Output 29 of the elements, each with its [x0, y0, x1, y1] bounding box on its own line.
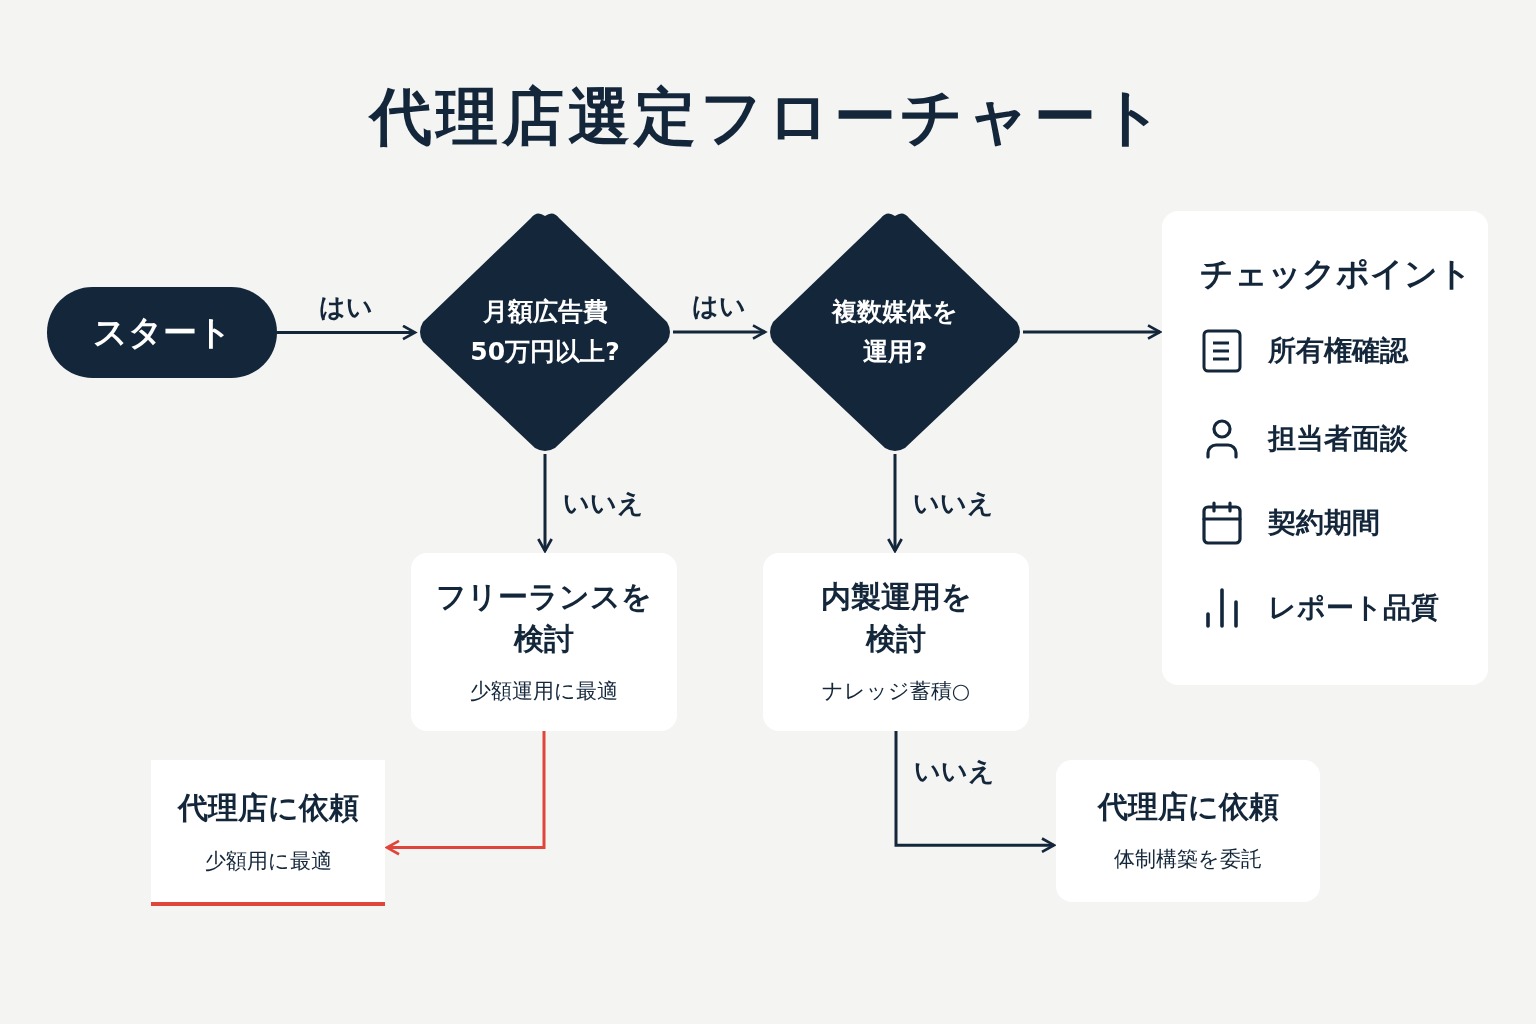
- card-subtext: 体制構築を委託: [1114, 846, 1262, 874]
- checklist-item: レポート品質: [1268, 590, 1439, 626]
- checkpoint-panel: [1162, 211, 1488, 685]
- arrow: [887, 454, 903, 553]
- decision-text: 月額広告費 50万円以上?: [469, 296, 621, 368]
- card-subtext: ナレッジ蓄積○: [821, 678, 971, 706]
- card-heading: フリーランスを検討: [435, 578, 653, 659]
- arrow: [1023, 324, 1162, 340]
- arrow: [277, 324, 417, 341]
- arrow: [894, 731, 1056, 854]
- process-card: [1056, 760, 1320, 902]
- card-heading: 代理店に依頼: [177, 788, 359, 827]
- card-subtext: 少額用に最適: [204, 847, 332, 875]
- checklist-item: 所有権確認: [1268, 333, 1408, 369]
- card-heading: 代理店に依頼: [1096, 788, 1280, 827]
- card-subtext: 少額運用に最適: [470, 678, 618, 706]
- title: 代理店選定フローチャート: [367, 79, 1168, 155]
- panel-heading: チェックポイント: [1200, 253, 1472, 295]
- arrow: [537, 454, 553, 553]
- decision-text: 複数媒体を運用?: [830, 296, 959, 368]
- process-card: [763, 553, 1029, 731]
- arrow: [673, 324, 767, 340]
- checklist-item: 契約期間: [1268, 505, 1380, 541]
- card-heading: 内製運用を検討: [819, 578, 973, 659]
- process-card: [411, 553, 677, 731]
- process-card: [151, 760, 385, 906]
- arrow: [385, 731, 546, 856]
- checklist-item: 担当者面談: [1268, 421, 1408, 457]
- start-terminal: スタート: [47, 287, 277, 378]
